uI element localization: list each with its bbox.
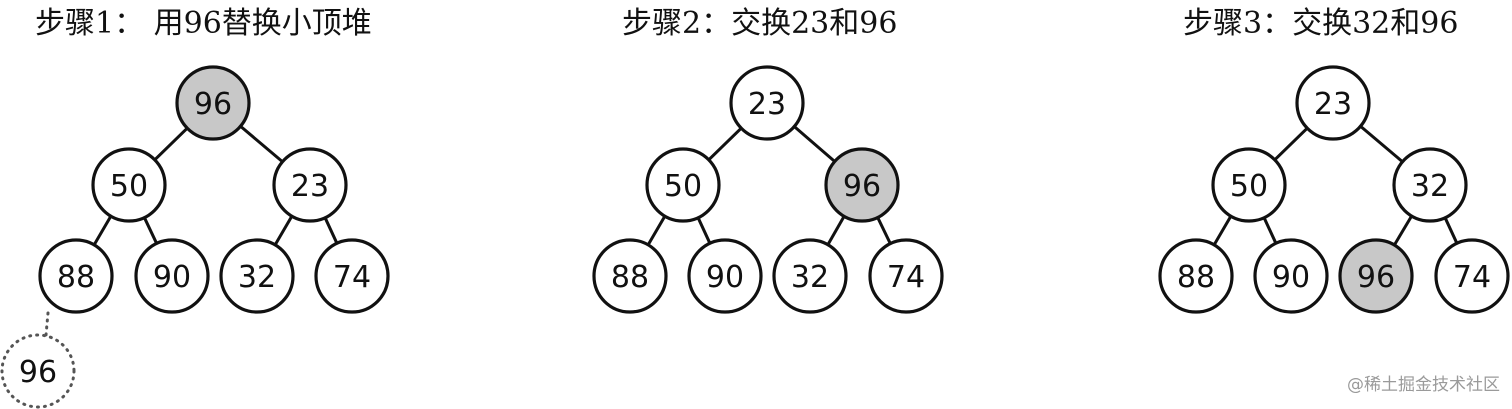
tree-edge [1393,215,1413,246]
node-value: 23 [1314,87,1352,122]
heap-node-highlighted: 96 [1338,238,1414,314]
heap-node: 74 [1434,238,1510,314]
watermark-text: @稀土掘金技术社区 [1347,375,1500,395]
node-circle [38,238,114,314]
tree-edge [1212,215,1233,246]
node-value: 50 [664,169,702,204]
heap-node-highlighted: 96 [175,65,251,141]
step-panel-1: 步骤1： 用96替换小顶堆 96 50 23 88 90 32 74 96 [0,6,390,409]
node-value: 74 [333,260,371,295]
node-circle [175,65,251,141]
node-circle [91,147,167,223]
node-circle [1392,147,1468,223]
heap-node: 50 [645,147,721,223]
heap-node-highlighted: 96 [824,147,900,223]
node-circle [1338,238,1414,314]
node-circle [134,238,210,314]
step-panel-2: 步骤2：交换23和96 23 50 96 88 90 32 74 [592,6,944,314]
tree-edge [143,216,158,245]
tree-edge [1262,217,1278,244]
node-circle [824,147,900,223]
node-value: 50 [110,169,148,204]
heap-node: 23 [1295,65,1371,141]
tree-edge [239,125,284,163]
node-value: 90 [1272,260,1310,295]
removed-node-value: 96 [19,355,57,390]
node-circle [729,65,805,141]
tree-edge [323,217,339,244]
node-circle [645,147,721,223]
tree-edge [92,215,113,246]
node-circle [1434,238,1510,314]
tree-edge [876,216,892,245]
node-circle [314,238,390,314]
node-value: 32 [1411,169,1449,204]
node-circle [592,238,668,314]
removed-edge [44,311,50,337]
node-circle [772,238,848,314]
node-circle [272,147,348,223]
node-value: 96 [1357,260,1395,295]
step-title: 步骤1： 用96替换小顶堆 [35,6,372,41]
heap-node: 32 [1392,147,1468,223]
node-value: 88 [1177,260,1215,295]
node-value: 23 [748,87,786,122]
node-value: 32 [238,260,276,295]
tree-edge [273,215,294,246]
heap-node: 88 [1158,238,1234,314]
heap-node: 90 [687,238,763,314]
tree-edge [707,127,743,161]
node-value: 74 [887,260,925,295]
node-circle [868,238,944,314]
node-circle [1211,147,1287,223]
node-value: 96 [843,169,881,204]
node-circle [219,238,295,314]
tree-edge [1443,217,1459,244]
node-value: 90 [153,260,191,295]
heap-node: 50 [91,147,167,223]
node-circle [1158,238,1234,314]
tree-edge [153,127,189,161]
tree-edge [793,125,836,163]
heap-node: 90 [134,238,210,314]
removed-node-circle [0,333,76,409]
step-title: 步骤2：交换23和96 [622,6,897,41]
node-value: 23 [291,169,329,204]
heap-node: 74 [868,238,944,314]
heap-node: 32 [772,238,848,314]
tree-edge [826,215,846,246]
heap-node: 32 [219,238,295,314]
node-value: 50 [1230,169,1268,204]
tree-edge [1273,127,1309,161]
step-panel-3: 步骤3：交换32和96 23 50 32 88 90 96 74 [1158,6,1510,314]
tree-edge [1359,125,1404,163]
heap-node: 74 [314,238,390,314]
step-title: 步骤3：交换32和96 [1183,6,1458,41]
tree-edge [646,215,667,246]
heap-node: 50 [1211,147,1287,223]
node-value: 88 [57,260,95,295]
heap-node: 88 [592,238,668,314]
node-value: 32 [791,260,829,295]
node-circle [1253,238,1329,314]
heap-node: 23 [729,65,805,141]
node-value: 90 [706,260,744,295]
heap-node: 90 [1253,238,1329,314]
tree-edge [696,217,712,244]
heap-node: 88 [38,238,114,314]
node-value: 88 [611,260,649,295]
node-circle [687,238,763,314]
node-value: 96 [194,87,232,122]
node-circle [1295,65,1371,141]
node-value: 74 [1453,260,1491,295]
heap-node: 23 [272,147,348,223]
